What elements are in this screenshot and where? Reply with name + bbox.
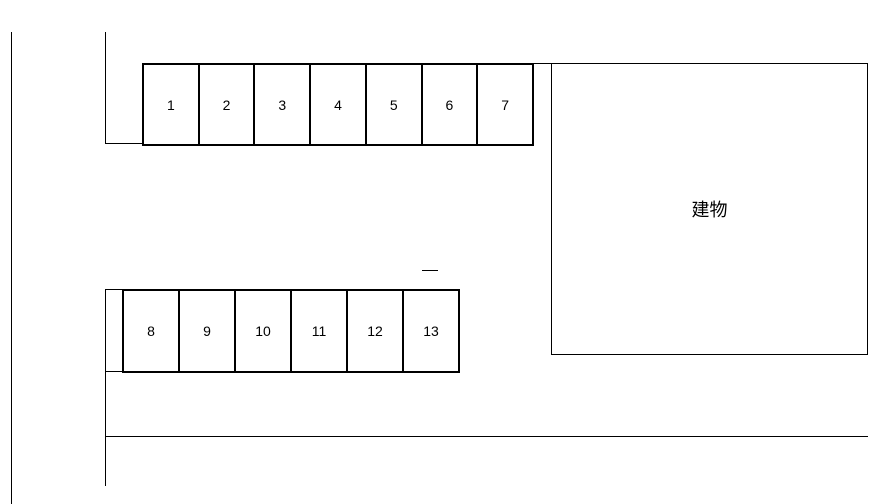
parking-row-bottom: 8 9 10 11 12 13 [122,289,460,373]
building: 建物 [551,63,868,355]
parking-slot: 8 [124,291,180,371]
lower-left-stub-bottom [105,371,123,372]
lower-inner-boundary-line [105,289,106,486]
parking-slot: 11 [292,291,348,371]
parking-slot: 7 [478,65,535,144]
top-row-cap-line [531,63,551,64]
parking-slot: 12 [348,291,404,371]
road-line [105,436,868,437]
parking-slot: 3 [255,65,312,144]
parking-slot: 10 [236,291,292,371]
parking-slot: 13 [404,291,460,371]
parking-slot: 5 [367,65,423,144]
lower-left-stub-top [105,289,123,290]
upper-inner-boundary-base [105,143,143,144]
building-label: 建物 [691,200,728,220]
parking-slot: 9 [180,291,236,371]
parking-slot: 1 [144,65,200,144]
parking-slot: 4 [311,65,367,144]
parking-slot: 2 [200,65,256,144]
marker-dash [422,270,438,271]
left-boundary-line [11,32,12,504]
parking-row-top: 1 2 3 4 5 6 7 [142,63,535,146]
parking-slot: 6 [423,65,479,144]
upper-inner-boundary-line [105,32,106,144]
